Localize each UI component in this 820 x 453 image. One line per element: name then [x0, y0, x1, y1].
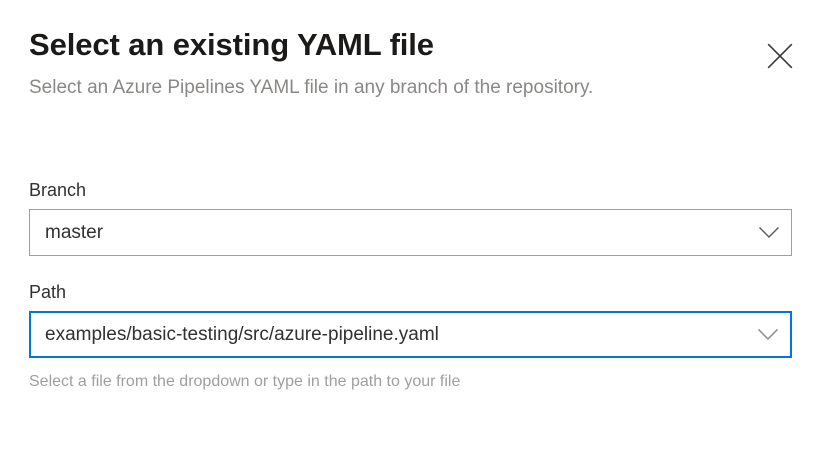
close-icon [766, 42, 794, 70]
path-field-group: Path Select a file from the dropdown or … [29, 280, 792, 393]
path-input[interactable] [31, 321, 746, 348]
path-chevron-down-icon[interactable] [746, 313, 790, 356]
dialog-subtitle: Select an Azure Pipelines YAML file in a… [29, 77, 594, 98]
dialog-header: Select an existing YAML file Select an A… [29, 26, 791, 104]
branch-label: Branch [29, 180, 87, 200]
path-label: Path [29, 282, 67, 302]
branch-dropdown[interactable] [29, 209, 792, 256]
close-button[interactable] [757, 33, 803, 79]
page-title: Select an existing YAML file [29, 27, 434, 62]
dialog-form: Branch Path Select a file [29, 178, 792, 393]
branch-chevron-down-icon[interactable] [747, 210, 791, 255]
path-helper-text: Select a file from the dropdown or type … [29, 373, 461, 390]
path-dropdown[interactable] [29, 311, 792, 358]
branch-input[interactable] [30, 219, 747, 246]
branch-field-group: Branch [29, 178, 792, 256]
